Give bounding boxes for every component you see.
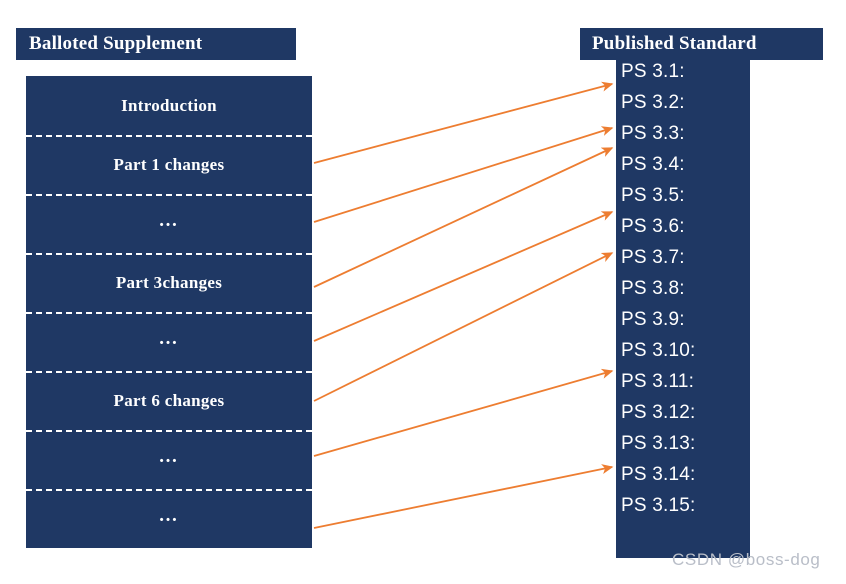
ps-list-item[interactable]: PS 3.5: [616,180,766,211]
ps-list-item[interactable]: PS 3.12: [616,398,766,429]
balloted-supplement-title: Balloted Supplement [29,33,203,54]
supplement-row-label: … [158,505,180,526]
ps-item-label: PS 3.14: [621,464,696,486]
supplement-row-label: … [158,328,180,349]
ps-item-label: PS 3.6: [621,215,685,237]
mapping-arrow [313,147,614,288]
mapping-arrows [313,81,614,529]
balloted-supplement-title-box: Balloted Supplement [16,28,296,60]
ps-item-label: PS 3.8: [621,277,685,299]
ps-list-item[interactable]: PS 3.7: [616,242,766,273]
ps-list-item[interactable]: PS 3.14: [616,460,766,491]
ps-list-item[interactable]: PS 3.8: [616,273,766,304]
published-standard-list: PS 3.1: PS 3.2: PS 3.3: PS 3.4: PS 3.5: … [616,52,766,522]
mapping-arrow [313,211,614,342]
supplement-row[interactable]: … [26,194,312,253]
ps-list-item[interactable]: PS 3.15: [616,491,766,522]
supplement-row[interactable]: Part 6 changes [26,371,312,430]
published-standard-panel [616,58,750,558]
ps-item-label: PS 3.1: [621,60,685,82]
ps-item-label: PS 3.4: [621,153,685,175]
supplement-row-label: Part 6 changes [113,390,225,410]
supplement-row[interactable]: Part 3changes [26,253,312,312]
ps-item-label: PS 3.5: [621,184,685,206]
supplement-row-label: Part 1 changes [113,154,225,174]
ps-list-item[interactable]: PS 3.9: [616,305,766,336]
supplement-row[interactable]: … [26,430,312,489]
supplement-row-label: Introduction [121,95,217,115]
mapping-arrow [313,252,614,402]
supplement-row[interactable]: … [26,312,312,371]
supplement-row-label: … [158,210,180,231]
ps-list-item[interactable]: PS 3.4: [616,149,766,180]
ps-list-item[interactable]: PS 3.1: [616,56,766,87]
ps-list-item[interactable]: PS 3.2: [616,87,766,118]
ps-list-item[interactable]: PS 3.13: [616,429,766,460]
ps-item-label: PS 3.13: [621,433,696,455]
supplement-row[interactable]: … [26,489,312,548]
ps-item-label: PS 3.3: [621,122,685,144]
balloted-supplement-panel: Introduction Part 1 changes … Part 3chan… [26,76,312,548]
csdn-watermark: CSDN @boss-dog [672,550,821,569]
published-standard-title: Published Standard [592,33,757,54]
supplement-row-label: … [158,446,180,467]
ps-list-item[interactable]: PS 3.6: [616,211,766,242]
published-standard-title-box: Published Standard [580,28,823,60]
ps-item-label: PS 3.9: [621,309,685,331]
ps-item-label: PS 3.15: [621,495,696,517]
supplement-row-label: Part 3changes [115,272,223,292]
ps-list-item[interactable]: PS 3.11: [616,367,766,398]
ps-list-item[interactable]: PS 3.3: [616,118,766,149]
ps-list-item[interactable]: PS 3.10: [616,336,766,367]
mapping-arrow [313,368,614,457]
ps-item-label: PS 3.2: [621,91,685,113]
supplement-row[interactable]: Part 1 changes [26,135,312,194]
ps-item-label: PS 3.11: [621,371,695,393]
ps-item-label: PS 3.7: [621,246,685,268]
mapping-arrow [313,126,614,223]
mapping-arrow [313,81,614,164]
supplement-row[interactable]: Introduction [26,76,312,135]
ps-item-label: PS 3.12: [621,402,696,424]
mapping-arrow [313,464,614,529]
ps-item-label: PS 3.10: [621,340,696,362]
